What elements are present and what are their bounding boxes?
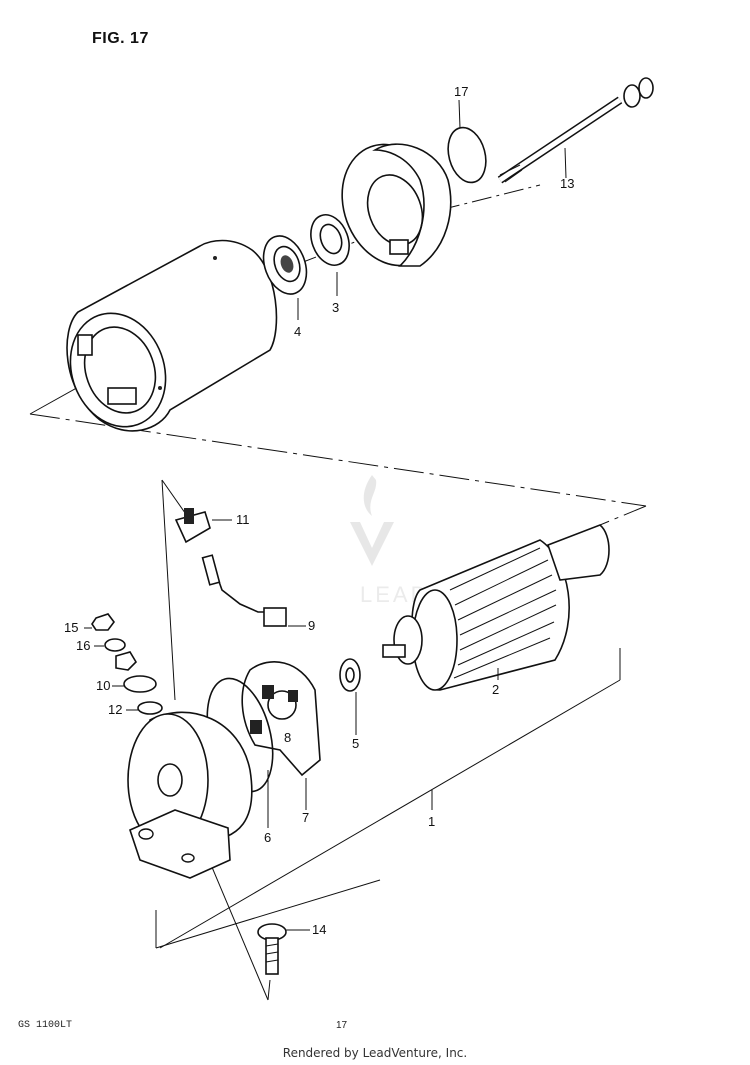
nut-small	[115, 651, 138, 671]
label-4: 4	[294, 324, 301, 339]
screw-part-14	[257, 923, 287, 975]
yoke-housing	[66, 239, 278, 432]
label-3: 3	[332, 300, 339, 315]
through-bolt-part-13	[497, 77, 654, 184]
label-16: 16	[76, 638, 90, 653]
footer-model-code: GS 1100LT	[18, 1020, 73, 1031]
label-17: 17	[454, 84, 468, 99]
label-1: 1	[428, 814, 435, 829]
terminal-insulator-part-11	[174, 508, 211, 544]
label-15: 15	[64, 620, 78, 635]
brush-plate-part-7	[241, 661, 321, 777]
label-10: 10	[96, 678, 110, 693]
leader-lines	[84, 99, 567, 931]
washer-part-5	[339, 658, 361, 692]
footer-page-number: 17	[336, 1020, 348, 1031]
lock-washer-part-16	[104, 638, 126, 652]
oil-seal-part-3	[310, 214, 350, 266]
rear-cover	[127, 711, 253, 879]
rendered-by-credit: Rendered by LeadVenture, Inc.	[282, 1046, 468, 1060]
label-13: 13	[560, 176, 574, 191]
label-11: 11	[236, 512, 250, 527]
o-ring-small-part-12	[137, 701, 163, 715]
figure-title: FIG. 17	[92, 30, 149, 47]
o-ring-part-17	[447, 126, 487, 184]
label-5: 5	[352, 736, 359, 751]
nut-part-15	[91, 613, 115, 631]
bearing-part-4	[262, 235, 308, 295]
label-6: 6	[264, 830, 271, 845]
assembly-frame-lines	[29, 184, 647, 1001]
label-8: 8	[284, 730, 291, 745]
brush-lead-part-9	[201, 554, 287, 627]
part-labels: 17 13 3 4 11 9 15 16 2 10 12 8 5 7 1 6 1…	[64, 84, 574, 937]
end-cover	[341, 143, 452, 267]
armature-part-2	[382, 524, 610, 691]
label-7: 7	[302, 810, 309, 825]
label-12: 12	[108, 702, 122, 717]
label-9: 9	[308, 618, 315, 633]
label-14: 14	[312, 922, 326, 937]
label-2: 2	[492, 682, 499, 697]
washer-part-10	[123, 675, 157, 693]
